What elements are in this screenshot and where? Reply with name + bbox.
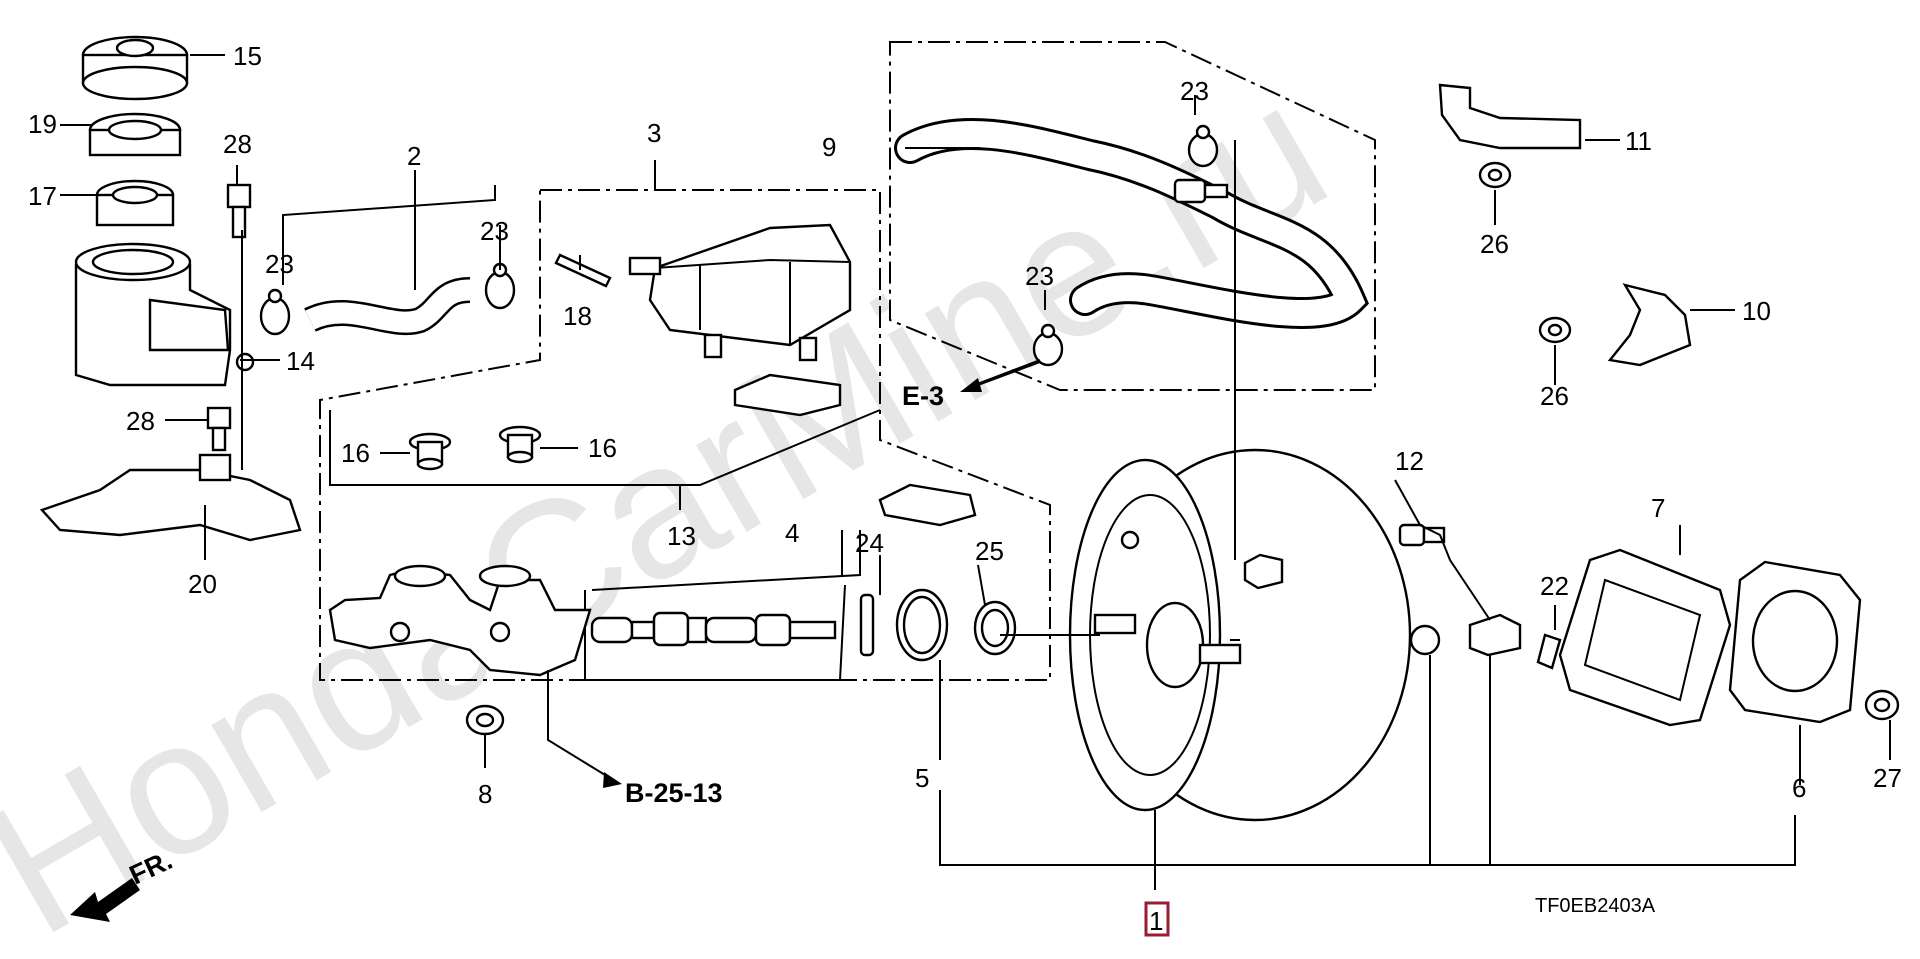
- callout-15: 15: [233, 41, 262, 71]
- reservoir-filter: [88, 112, 182, 157]
- hose-clamp-upper: [1187, 124, 1219, 168]
- e3-arrow: [960, 359, 1041, 392]
- reservoir-cap: [81, 35, 189, 101]
- callout-12: 12: [1395, 446, 1424, 476]
- callout-13: 13: [667, 521, 696, 551]
- assembly-outline-3: [319, 189, 1051, 681]
- callout-23-d: 23: [1025, 261, 1054, 291]
- grommet-right: [498, 425, 542, 464]
- gasket-7: [1558, 548, 1732, 727]
- hose-clamp-lower: [1032, 323, 1064, 367]
- callout-4: 4: [785, 518, 799, 548]
- callout-19: 19: [28, 109, 57, 139]
- callout-16-left: 16: [341, 438, 370, 468]
- diagram-code: TF0EB2403A: [1535, 895, 1656, 917]
- callout-16-right: 16: [588, 433, 617, 463]
- nut-26-lower: [1538, 316, 1572, 344]
- reservoir-bracket: [39, 453, 302, 542]
- callout-20: 20: [188, 569, 217, 599]
- pin-18: [554, 253, 612, 288]
- b2513-arrow: [603, 772, 622, 788]
- callout-27: 27: [1873, 763, 1902, 793]
- hose-clamp-left: [259, 288, 291, 336]
- callout-24: 24: [855, 528, 884, 558]
- callout-11: 11: [1625, 126, 1652, 156]
- callout-1: 1: [1149, 906, 1163, 936]
- callout-10: 10: [1742, 296, 1771, 326]
- nut-26-upper: [1478, 161, 1512, 189]
- callout-9: 9: [822, 132, 836, 162]
- callout-8: 8: [478, 779, 492, 809]
- pin-24: [859, 593, 875, 657]
- callout-22: 22: [1540, 571, 1569, 601]
- bolt-upper: [226, 183, 252, 239]
- callout-6: 6: [1792, 773, 1806, 803]
- check-valve: [1173, 178, 1229, 204]
- bolt-lower: [206, 406, 232, 452]
- callout-18: 18: [563, 301, 592, 331]
- callout-23-a: 23: [265, 249, 294, 279]
- reservoir-seal: [95, 179, 175, 227]
- brake-booster: [1068, 448, 1412, 822]
- master-cylinder-body: [328, 564, 592, 677]
- ref-e3: E-3: [902, 381, 944, 411]
- callout-28-upper: 28: [223, 129, 252, 159]
- callout-28-lower: 28: [126, 406, 155, 436]
- bracket-10: [1607, 283, 1692, 367]
- callout-23-c: 23: [1180, 76, 1209, 106]
- reservoir-tank: [74, 242, 255, 387]
- nut-8: [465, 704, 505, 736]
- callout-25: 25: [975, 536, 1004, 566]
- piston-seal-pack: [878, 483, 977, 527]
- callout-2: 2: [407, 141, 421, 171]
- callout-14: 14: [286, 346, 315, 376]
- callout-23-b: 23: [480, 216, 509, 246]
- o-ring-5: [895, 588, 949, 662]
- callout-7: 7: [1651, 493, 1665, 523]
- clevis-fitting: [1409, 613, 1522, 657]
- ref-b2513: B-25-13: [625, 778, 723, 808]
- outline-13: [329, 409, 881, 486]
- callout-26-lower: 26: [1540, 381, 1569, 411]
- nut-27: [1864, 689, 1900, 721]
- master-cylinder-reservoir: [628, 223, 852, 362]
- leader-lines: [60, 54, 1891, 890]
- reservoir-strainer: [733, 373, 842, 417]
- clip-22: [1536, 633, 1562, 670]
- bracket-11: [1438, 83, 1582, 150]
- callout-3: 3: [647, 118, 661, 148]
- retainer-25: [973, 600, 1017, 656]
- callout-17: 17: [28, 181, 57, 211]
- assembly-outline-9: [889, 41, 1376, 391]
- bolt-12: [1398, 523, 1446, 547]
- gasket-6: [1728, 560, 1862, 724]
- grommet-left: [408, 432, 452, 471]
- callout-5: 5: [915, 763, 929, 793]
- outline-4: [584, 584, 846, 681]
- piston-assembly: [590, 611, 837, 647]
- highlight-box: [1144, 901, 1170, 937]
- callout-26-upper: 26: [1480, 229, 1509, 259]
- hose-clamp-right: [484, 262, 516, 310]
